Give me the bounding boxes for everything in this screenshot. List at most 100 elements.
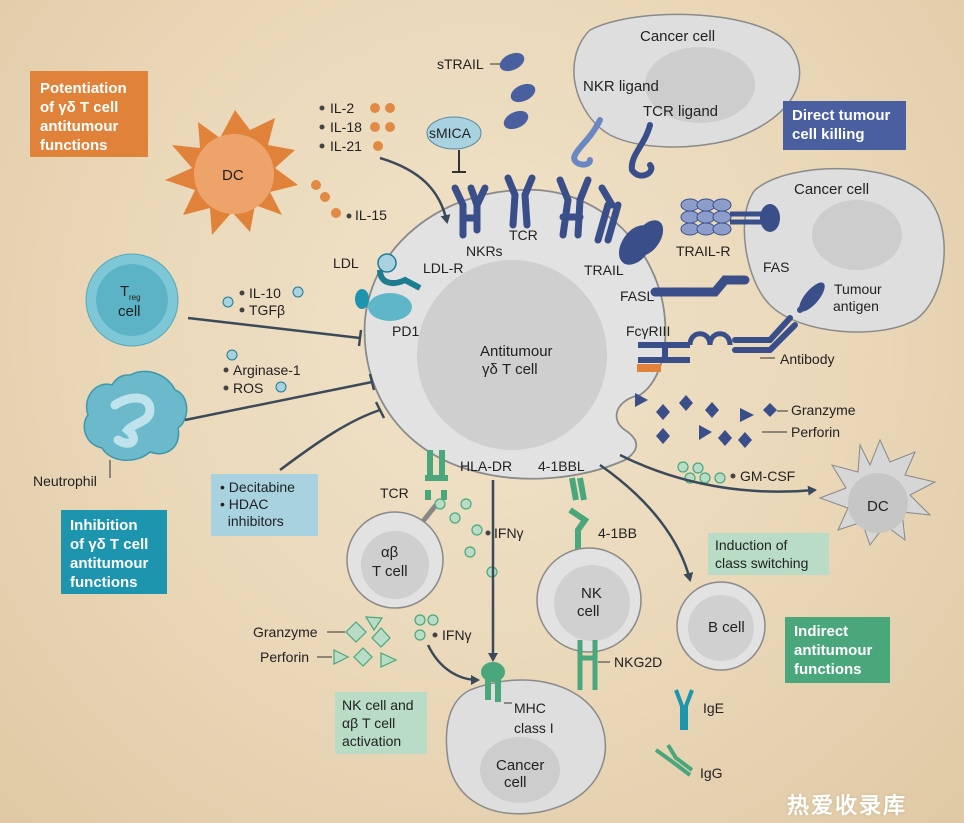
box-inhibition-line-4: functions xyxy=(70,574,138,591)
ldl-r-receptor xyxy=(377,269,422,291)
label-dc-right: DC xyxy=(867,498,889,515)
nkg2d-receptor xyxy=(577,640,598,690)
box-nk-activation-line-2: αβ T cell xyxy=(342,715,396,731)
label-perforin-left: Perforin xyxy=(260,649,309,665)
label-il10: IL-10 xyxy=(249,285,281,301)
label-nkg2d: NKG2D xyxy=(614,654,662,670)
box-potentiation-line-2: of γδ T cell xyxy=(40,99,119,116)
box-inhibition-line-2: of γδ T cell xyxy=(70,536,149,553)
label-antibody: Antibody xyxy=(780,351,834,367)
label-nk-1: NK xyxy=(581,585,602,602)
inhibitor-inhibitors: inhibitors xyxy=(227,513,284,529)
label-fcgr: FcγRIII xyxy=(626,323,670,339)
fcgr-receptor xyxy=(638,342,690,363)
inhibitor-hdac: HDAC xyxy=(228,496,269,512)
hla-dr-complex xyxy=(425,450,448,500)
ige-antibody xyxy=(674,689,694,730)
label-granzyme-right: Granzyme xyxy=(791,402,856,418)
box-class-switching: Induction of class switching xyxy=(708,533,829,575)
label-tcr-ab: TCR xyxy=(380,485,409,501)
nkr-receptors xyxy=(451,184,489,239)
watermark-logo: 热爱收录库 xyxy=(787,794,908,819)
box-nk-activation: NK cell and αβ T cell activation xyxy=(335,692,427,754)
label-nkr-ligand: NKR ligand xyxy=(583,78,659,95)
label-trail: TRAIL xyxy=(584,262,624,278)
box-class-switching-line-2: class switching xyxy=(715,555,809,571)
mhc-class-i xyxy=(481,662,505,702)
box-direct-line-2: cell killing xyxy=(792,126,865,143)
label-fasl: FASL xyxy=(620,288,654,304)
label-ros: ROS xyxy=(233,380,263,396)
ifng-dots-top xyxy=(434,498,498,578)
box-direct: Direct tumour cell killing xyxy=(783,101,906,150)
box-inhibitors-line-3: inhibitors xyxy=(220,513,309,530)
cancer-nucleus-right xyxy=(812,200,902,270)
ifng-dots-bottom xyxy=(414,614,439,641)
inhibit-neutrophil xyxy=(184,380,373,422)
label-center-2: γδ T cell xyxy=(482,361,538,378)
label-il2: IL-2 xyxy=(330,100,354,116)
arrow-ifng-2 xyxy=(426,644,480,685)
label-cancer-bottom-1: Cancer xyxy=(496,757,544,774)
label-igg: IgG xyxy=(700,765,723,781)
label-ifng-2: IFNγ xyxy=(442,627,472,643)
box-inhibition: Inhibition of γδ T cell antitumour funct… xyxy=(61,510,167,594)
label-ab-1: αβ xyxy=(381,544,399,561)
label-trail-r: TRAIL-R xyxy=(676,243,730,259)
granzyme-perforin-left xyxy=(333,616,398,668)
box-nk-activation-line-1: NK cell and xyxy=(342,697,414,713)
box-class-switching-line-1: Induction of xyxy=(715,537,788,553)
label-fas: FAS xyxy=(763,259,789,275)
arrow-to-bcell xyxy=(599,463,694,582)
arrow-cytokines xyxy=(379,156,451,224)
arrow-gmcsf xyxy=(619,453,817,496)
label-ifng-1: IFNγ xyxy=(494,525,524,541)
box-inhibition-line-1: Inhibition xyxy=(70,517,138,534)
label-treg-1: T xyxy=(120,283,129,300)
fcgr-loops xyxy=(687,331,733,346)
label-nkrs: NKRs xyxy=(466,243,503,259)
label-gmcsf: GM-CSF xyxy=(740,468,795,484)
label-ldlr: LDL-R xyxy=(423,260,463,276)
box-nk-activation-line-3: activation xyxy=(342,733,402,749)
box-potentiation-line-1: Potentiation xyxy=(40,80,127,97)
label-il15: IL-15 xyxy=(355,207,387,223)
box-potentiation-line-3: antitumour xyxy=(40,118,119,135)
fcgr-marker xyxy=(637,364,661,372)
box-inhibition-line-3: antitumour xyxy=(70,555,149,572)
label-mhc-1: MHC xyxy=(514,700,546,716)
label-treg-sub: reg xyxy=(129,293,141,302)
label-center-1: Antitumour xyxy=(480,343,553,360)
cytokine-dots-top xyxy=(311,103,395,218)
treg-cytokines xyxy=(222,286,304,308)
trail-r-bars xyxy=(730,211,765,225)
box-indirect-line-1: Indirect xyxy=(794,623,849,640)
box-potentiation: Potentiation of γδ T cell antitumour fun… xyxy=(30,71,148,157)
label-tgfb: TGFβ xyxy=(249,302,285,318)
dc-right-cell xyxy=(818,438,937,547)
fasl-fas-complex xyxy=(650,275,750,297)
label-granzyme-left: Granzyme xyxy=(253,624,318,640)
inhibitor-decitabine: Decitabine xyxy=(228,479,295,495)
label-bbl: 4-1BBL xyxy=(538,458,585,474)
box-indirect: Indirect antitumour functions xyxy=(785,617,890,683)
label-strail: sTRAIL xyxy=(437,56,484,72)
label-smica: sMICA xyxy=(429,125,472,141)
box-direct-line-1: Direct tumour xyxy=(792,107,891,124)
label-ab-2: T cell xyxy=(372,563,408,580)
neutrophil-cell xyxy=(83,370,188,461)
tcr-ligand-shape xyxy=(628,122,655,179)
label-cancer-right: Cancer cell xyxy=(794,181,869,198)
tcr-receptor-top xyxy=(504,174,536,229)
box-indirect-line-3: functions xyxy=(794,661,862,678)
label-il21: IL-21 xyxy=(330,138,362,154)
label-pd1: PD1 xyxy=(392,323,419,339)
box-inhibitors-line-2: • HDAC xyxy=(220,496,269,512)
strail-molecules xyxy=(499,52,536,130)
label-ldl: LDL xyxy=(333,255,359,271)
trail-r-molecules xyxy=(680,198,732,236)
inhibit-treg xyxy=(187,316,361,340)
label-arginase: Arginase-1 xyxy=(233,362,301,378)
